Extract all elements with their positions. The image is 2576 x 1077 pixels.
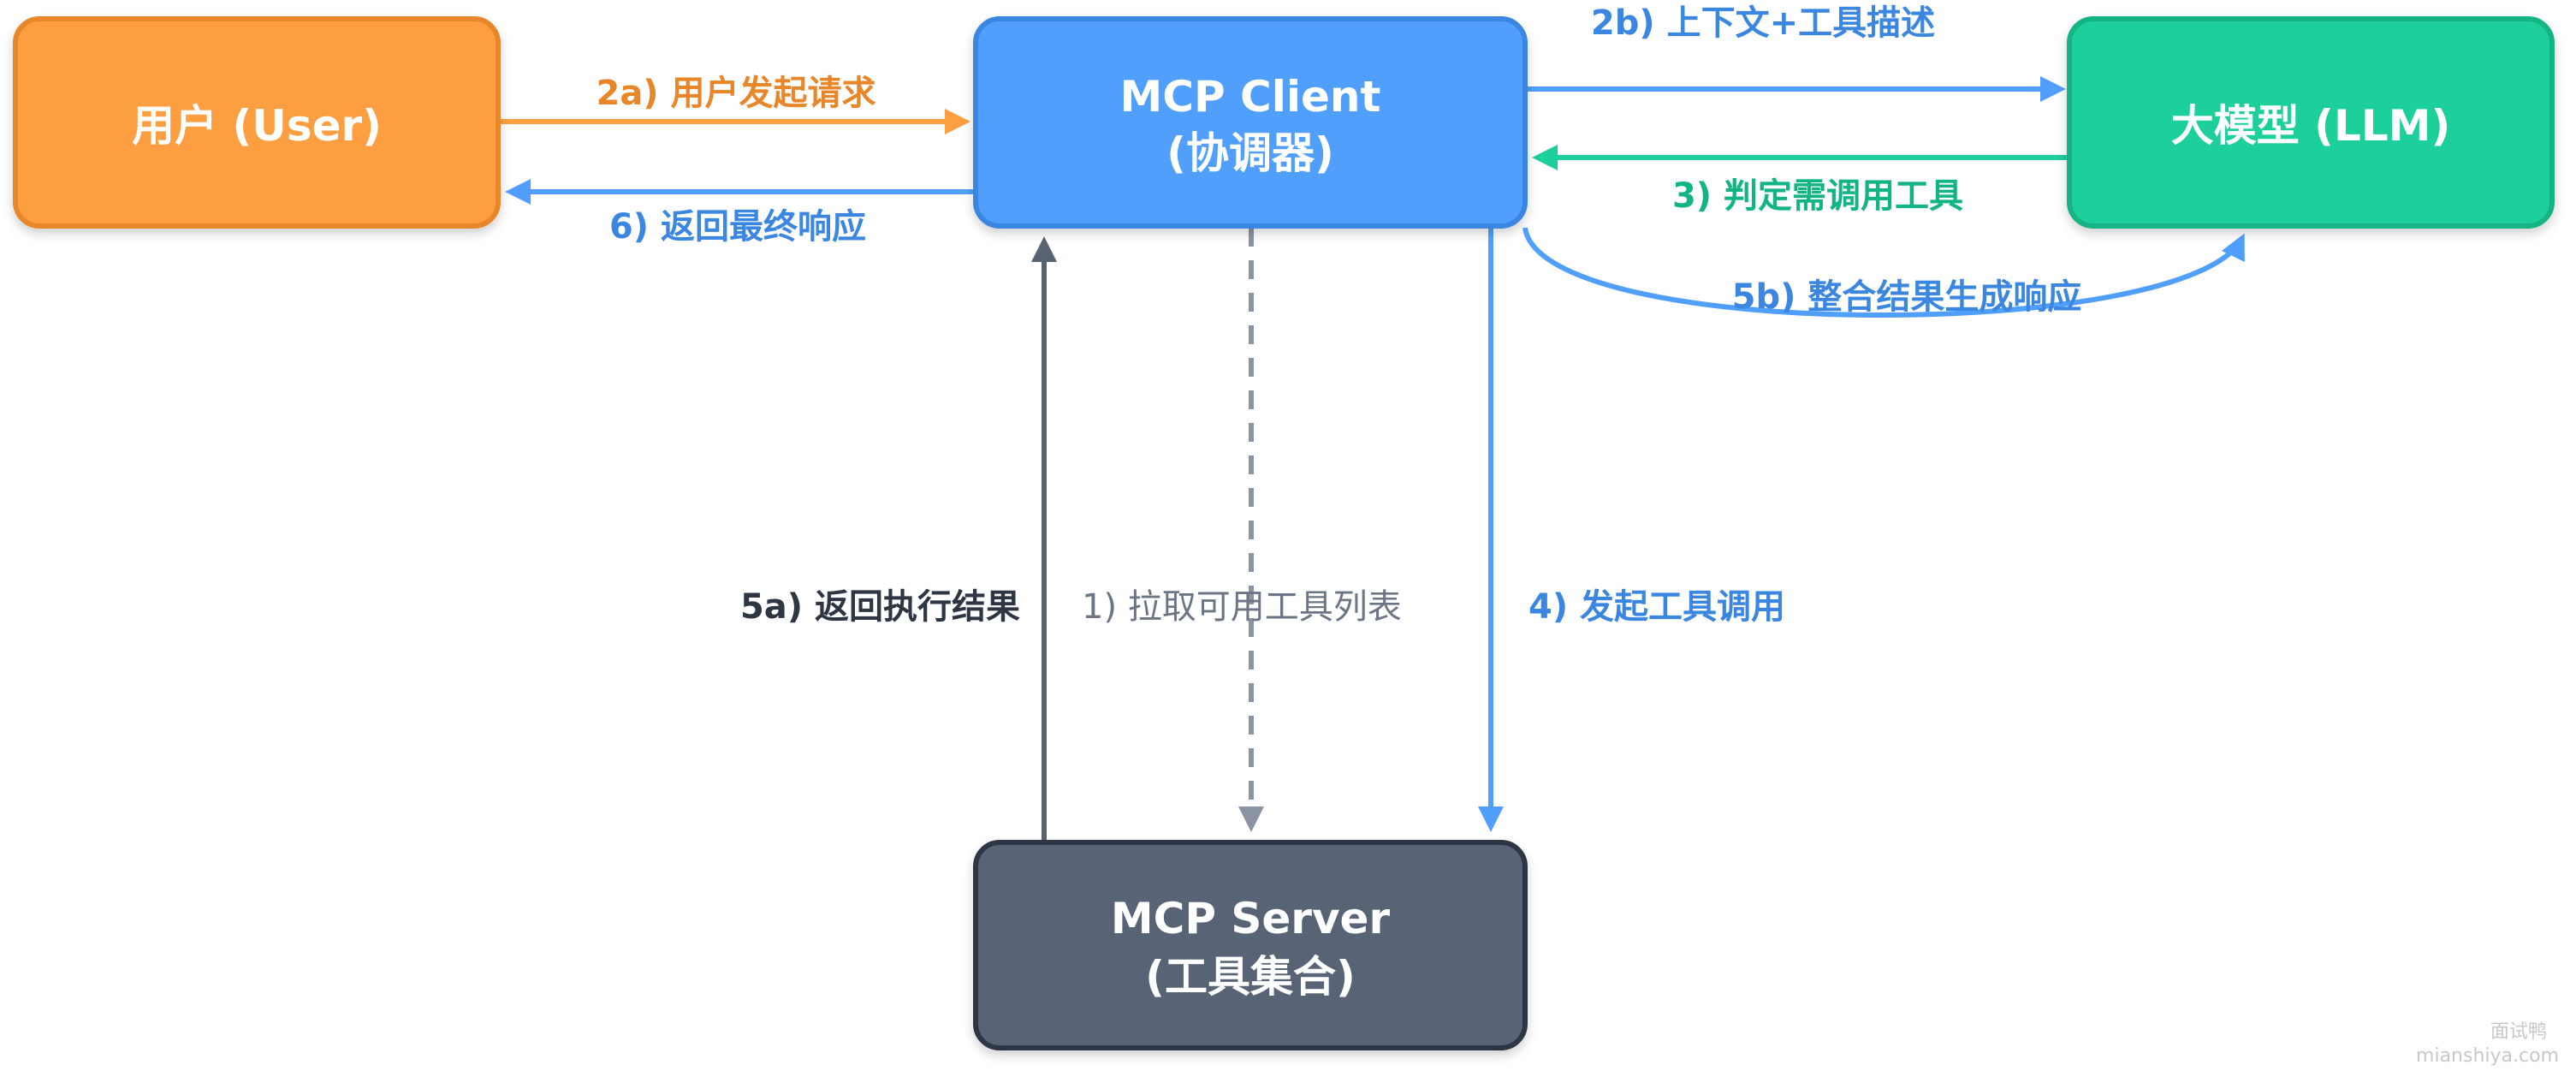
- edge-label-2a: 2a) 用户发起请求: [596, 74, 875, 113]
- node-user-label: 用户 (User): [132, 101, 382, 151]
- node-client: MCP Client (协调器): [973, 16, 1528, 229]
- edge-label-2b: 2b) 上下文+工具描述: [1591, 3, 1935, 43]
- node-llm: 大模型 (LLM): [2067, 16, 2555, 229]
- edge-label-6: 6) 返回最终响应: [609, 207, 866, 247]
- edge-client-to-llm-curve: [1522, 227, 2245, 318]
- node-server-subtitle: (工具集合): [1145, 952, 1356, 1002]
- edge-label-1: 1) 拉取可用工具列表: [1082, 587, 1402, 627]
- edge-label-5a: 5a) 返回执行结果: [740, 587, 1020, 627]
- node-user: 用户 (User): [13, 16, 501, 229]
- edge-label-5b: 5b) 整合结果生成响应: [1732, 277, 2082, 317]
- node-client-title: MCP Client: [1120, 72, 1381, 122]
- edge-label-4: 4) 发起工具调用: [1528, 587, 1785, 627]
- watermark-line2: mianshiya.com: [2416, 1045, 2559, 1067]
- node-llm-label: 大模型 (LLM): [2171, 101, 2451, 151]
- node-server-title: MCP Server: [1111, 894, 1391, 943]
- edge-label-3: 3) 判定需调用工具: [1672, 176, 1963, 216]
- node-server: MCP Server (工具集合): [973, 840, 1528, 1050]
- watermark-line1: 面试鸭: [2490, 1021, 2547, 1043]
- node-client-subtitle: (协调器): [1166, 128, 1334, 178]
